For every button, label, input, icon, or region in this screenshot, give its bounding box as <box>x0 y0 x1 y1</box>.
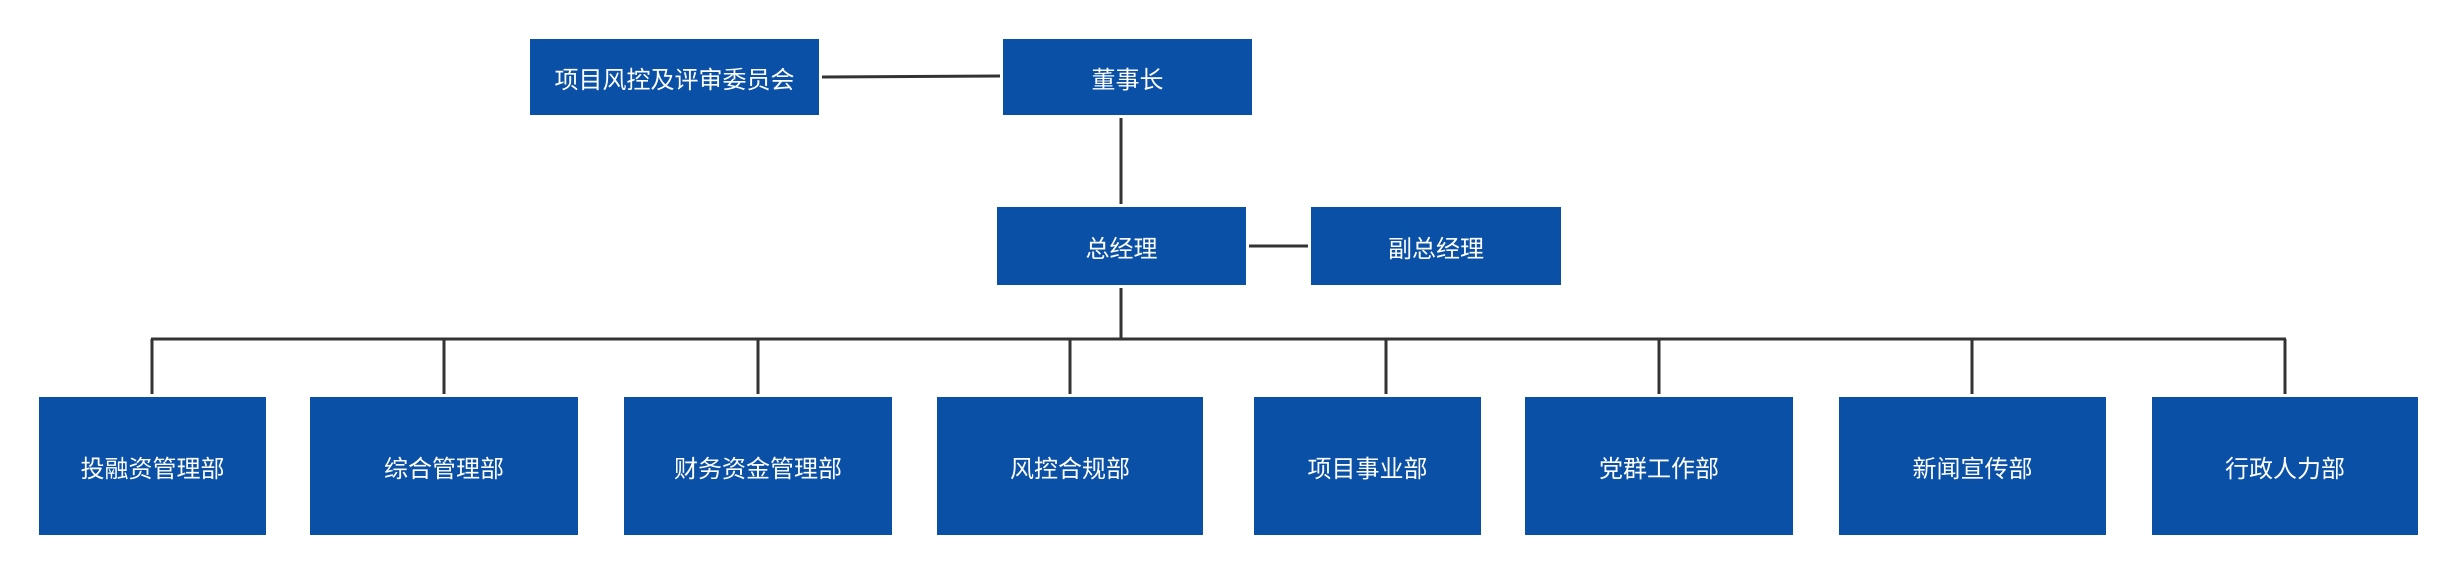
department-node: 党群工作部 <box>1525 397 1793 535</box>
department-node: 新闻宣传部 <box>1839 397 2106 535</box>
deputy-general-manager-node: 副总经理 <box>1311 207 1561 285</box>
department-node: 风控合规部 <box>937 397 1203 535</box>
connector-committee-chairman <box>821 74 1001 79</box>
department-node: 综合管理部 <box>310 397 578 535</box>
committee-node: 项目风控及评审委员会 <box>530 39 819 115</box>
chairman-node: 董事长 <box>1003 39 1252 115</box>
department-node: 财务资金管理部 <box>624 397 892 535</box>
department-node: 投融资管理部 <box>39 397 266 535</box>
department-node: 行政人力部 <box>2152 397 2418 535</box>
department-node: 项目事业部 <box>1254 397 1481 535</box>
general-manager-node: 总经理 <box>997 207 1246 285</box>
